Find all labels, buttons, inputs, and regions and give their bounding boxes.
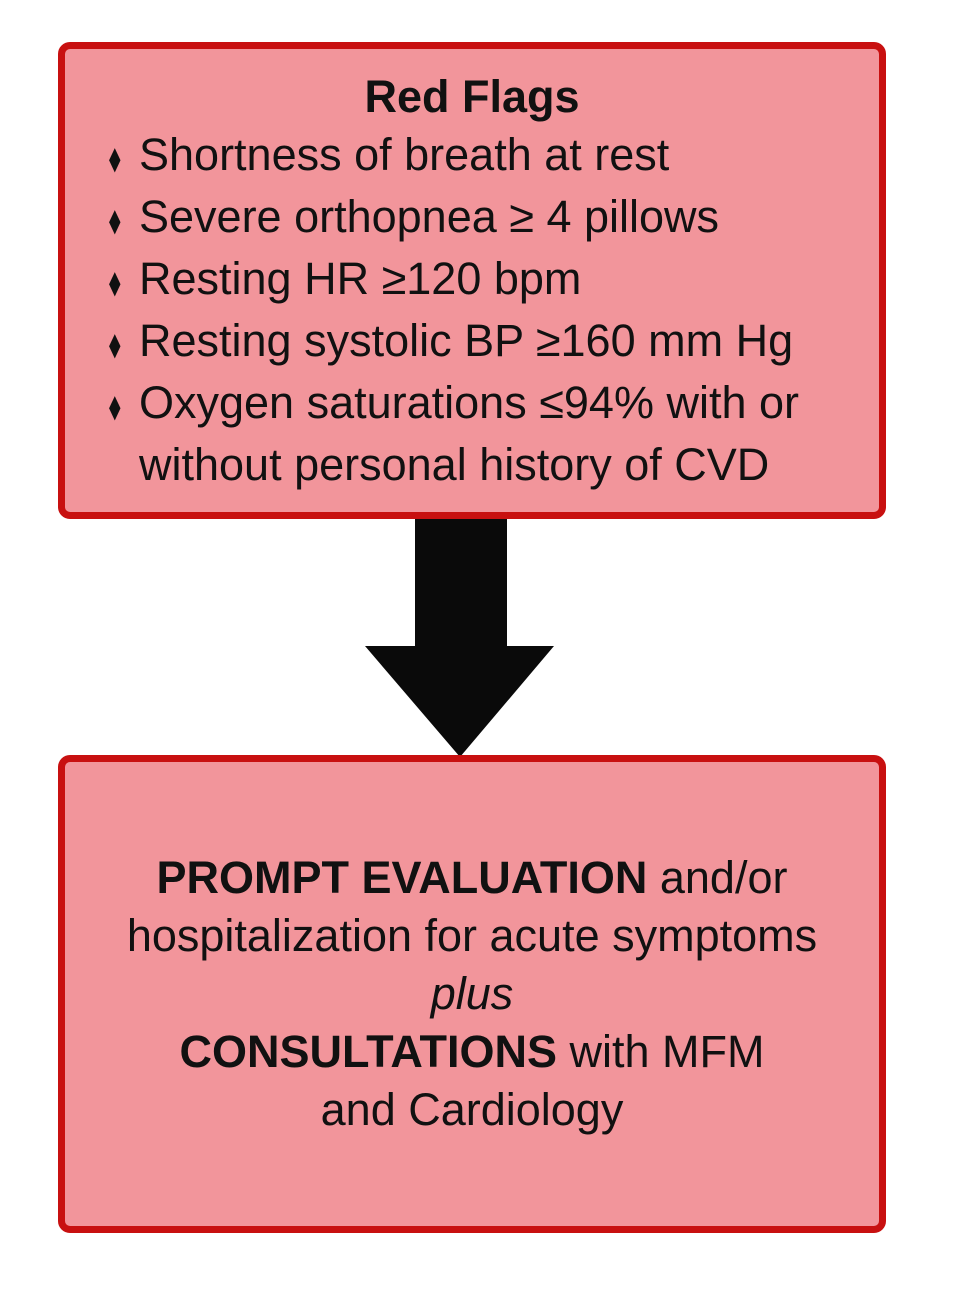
consultations-text: CONSULTATIONS: [179, 1026, 557, 1077]
diamond-bullet-icon: ⧫: [109, 207, 121, 234]
red-flags-box: Red Flags ⧫ Shortness of breath at rest ⧫…: [58, 42, 886, 519]
red-flag-text: Severe orthopnea ≥ 4 pillows: [139, 190, 720, 242]
plus-text: plus: [430, 968, 514, 1019]
action-line-3: plus: [89, 965, 855, 1023]
with-mfm-text: with MFM: [556, 1026, 765, 1077]
and-or-text: and/or: [647, 852, 788, 903]
diamond-bullet-icon: ⧫: [109, 331, 121, 358]
red-flag-item: ⧫ Shortness of breath at rest: [109, 126, 861, 188]
prompt-evaluation-text: PROMPT EVALUATION: [156, 852, 648, 903]
red-flags-list: ⧫ Shortness of breath at rest ⧫ Severe ort…: [83, 126, 861, 494]
diamond-bullet-icon: ⧫: [109, 393, 121, 420]
red-flags-title: Red Flags: [364, 70, 580, 122]
red-flag-text: Resting systolic BP ≥160 mm Hg: [139, 314, 794, 366]
action-line-1: PROMPT EVALUATION and/or: [89, 849, 855, 907]
red-flag-item: ⧫ Resting HR ≥120 bpm: [109, 250, 861, 312]
diamond-bullet-icon: ⧫: [109, 269, 121, 296]
red-flag-text: Shortness of breath at rest: [139, 128, 670, 180]
diamond-bullet-icon: ⧫: [109, 145, 121, 172]
red-flag-item: ⧫ Resting systolic BP ≥160 mm Hg: [109, 312, 861, 374]
red-flag-item: ⧫ Oxygen saturations ≤94% with or without…: [109, 374, 861, 494]
action-line-4: CONSULTATIONS with MFM: [89, 1023, 855, 1081]
action-box: PROMPT EVALUATION and/or hospitalization…: [58, 755, 886, 1233]
red-flag-text: Resting HR ≥120 bpm: [139, 252, 582, 304]
down-arrow-icon: [365, 519, 554, 757]
red-flag-text: Oxygen saturations ≤94% with or without …: [139, 376, 800, 490]
action-line-5: and Cardiology: [320, 1084, 624, 1135]
action-line-2: hospitalization for acute symptoms: [126, 910, 818, 961]
red-flag-item: ⧫ Severe orthopnea ≥ 4 pillows: [109, 188, 861, 250]
